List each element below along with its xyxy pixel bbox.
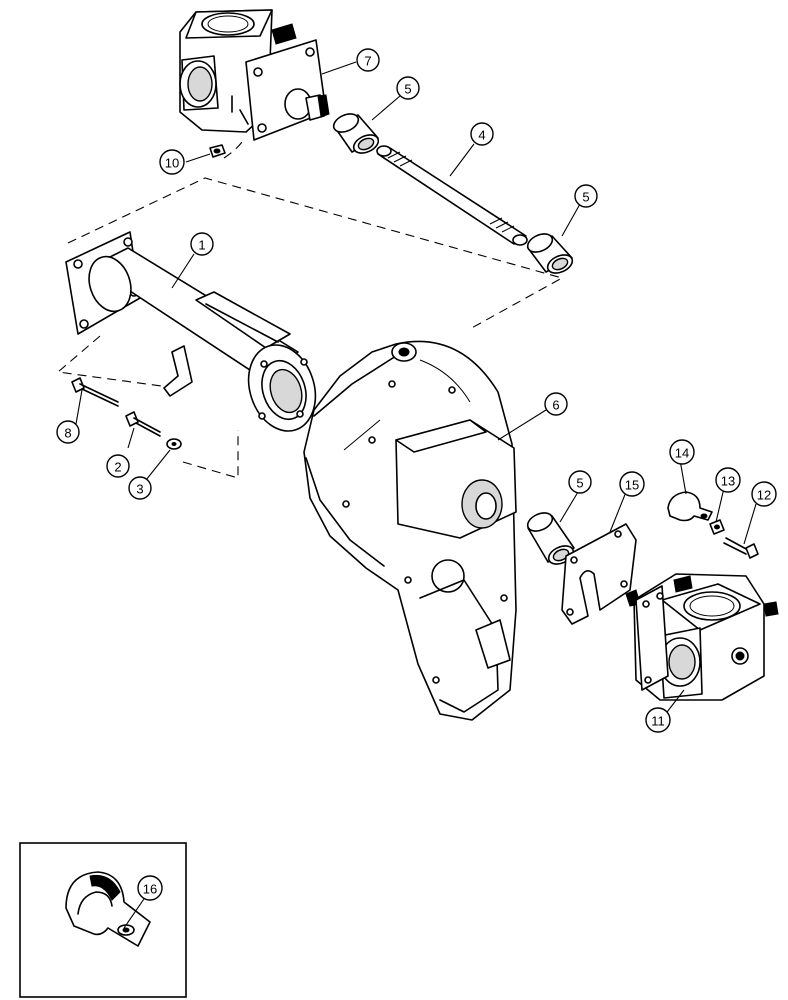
callout-11-label: 11 <box>651 714 665 729</box>
callout-8-label: 8 <box>64 426 71 441</box>
coupler-sleeve-middle <box>526 233 574 274</box>
callout-5-upper-label: 5 <box>404 82 411 97</box>
gear-housing <box>303 340 517 721</box>
callout-4: 4 <box>470 122 494 146</box>
callout-16: 16 <box>137 875 163 901</box>
callout-5-lower: 5 <box>568 470 592 494</box>
callout-6-label: 6 <box>552 398 559 413</box>
clamp-part-16 <box>65 871 151 947</box>
support-tube <box>65 231 317 432</box>
callout-12: 12 <box>751 481 777 507</box>
bolt-part-2 <box>125 411 161 437</box>
callout-16-label: 16 <box>143 882 157 897</box>
callout-5-middle-label: 5 <box>582 190 589 205</box>
nut-part-10 <box>209 144 226 158</box>
inset-detail-box <box>19 842 187 998</box>
clamp-part-14 <box>667 491 713 522</box>
callout-4-label: 4 <box>478 128 485 143</box>
callout-13-label: 13 <box>721 474 735 489</box>
callout-3: 3 <box>128 476 152 500</box>
callout-10-label: 10 <box>165 156 179 171</box>
callout-6: 6 <box>544 392 568 416</box>
callout-7: 7 <box>356 48 380 72</box>
callout-1: 1 <box>190 232 214 256</box>
callout-13: 13 <box>715 467 741 493</box>
bolt-part-12 <box>723 537 759 559</box>
callout-2-label: 2 <box>114 460 121 475</box>
bolt-part-8 <box>71 377 119 407</box>
callout-14-label: 14 <box>675 446 689 461</box>
callout-5-upper: 5 <box>396 76 420 100</box>
callout-15-label: 15 <box>625 478 639 493</box>
leader-lines <box>75 61 757 929</box>
callout-14: 14 <box>669 439 695 465</box>
callout-11: 11 <box>645 707 671 733</box>
splined-shaft <box>376 145 528 246</box>
callout-15: 15 <box>619 471 645 497</box>
callout-5-lower-label: 5 <box>576 476 583 491</box>
callout-2: 2 <box>106 454 130 478</box>
upper-gearbox <box>179 9 330 141</box>
nut-part-13 <box>709 519 725 535</box>
callout-5-middle: 5 <box>574 184 598 208</box>
callout-12-label: 12 <box>757 488 771 503</box>
callout-1-label: 1 <box>198 238 205 253</box>
callout-3-label: 3 <box>136 482 143 497</box>
mounting-plate <box>561 523 637 625</box>
washer-part-3 <box>166 438 182 450</box>
callout-10: 10 <box>159 149 185 175</box>
lower-gearbox <box>625 573 779 701</box>
coupler-sleeve-upper <box>332 113 380 154</box>
callout-8: 8 <box>56 420 80 444</box>
callout-7-label: 7 <box>364 54 371 69</box>
